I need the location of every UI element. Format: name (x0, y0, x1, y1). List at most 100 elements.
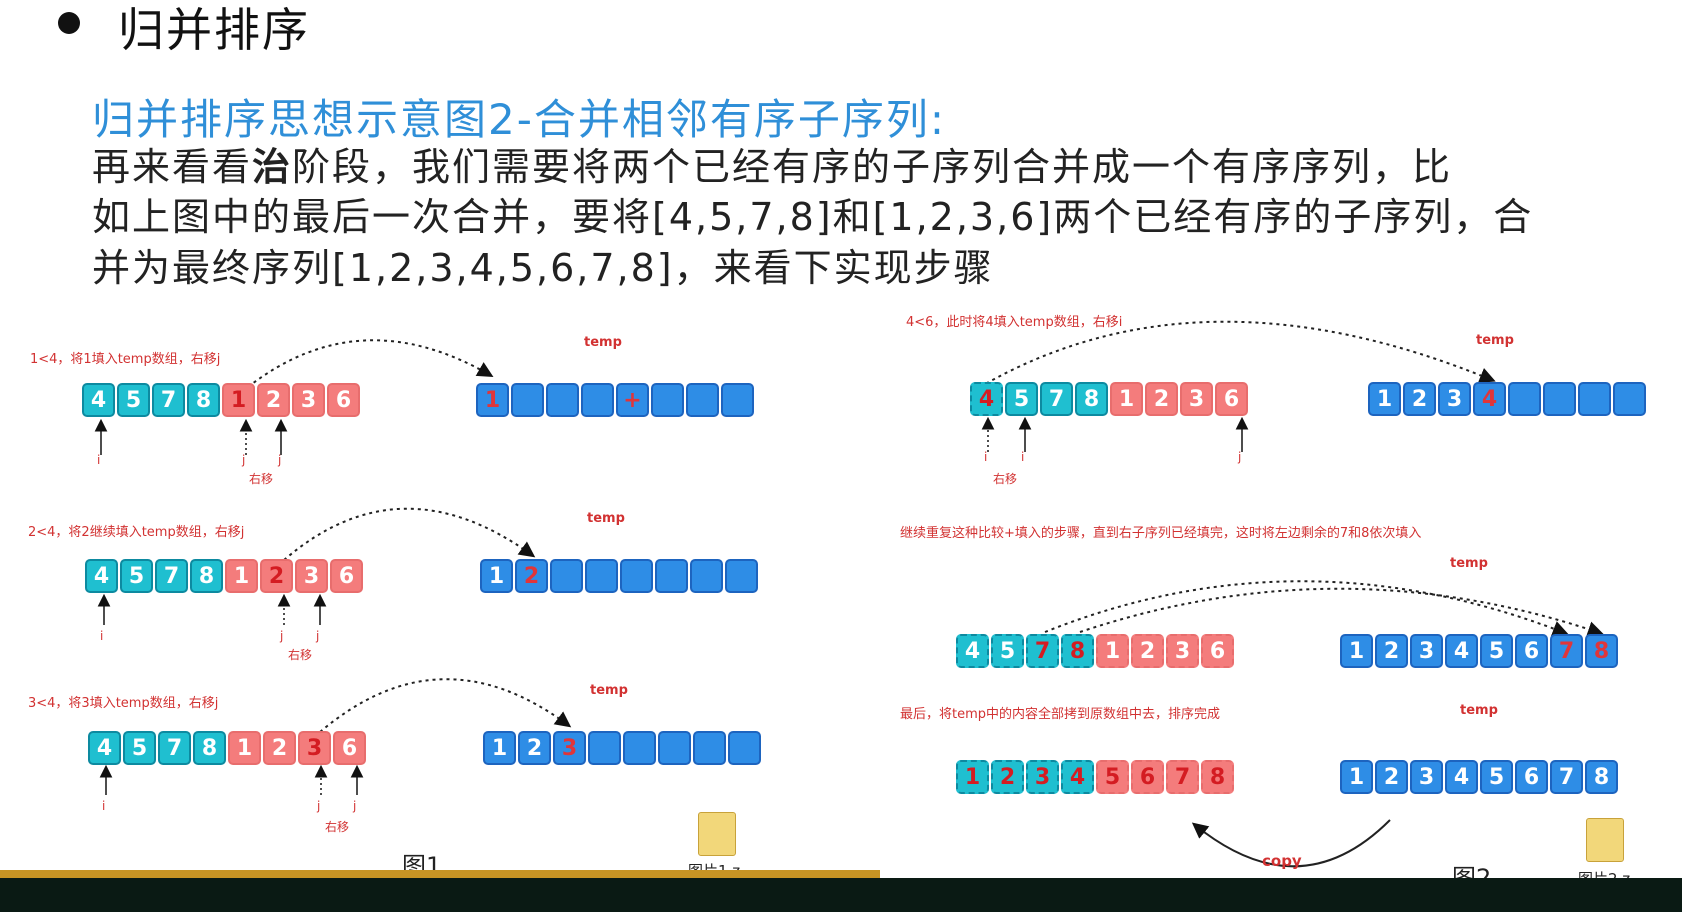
temp-cell: 3 (1410, 760, 1443, 794)
array-cell: 5 (1096, 760, 1129, 794)
temp-cell (721, 383, 754, 417)
file-icon[interactable] (1586, 818, 1624, 862)
temp-cell (728, 731, 761, 765)
array-cell: 2 (991, 760, 1024, 794)
move-right-label: 右移 (993, 472, 1018, 486)
temp-array: 1 2 3 (483, 731, 763, 765)
pointer-label-i: i (102, 799, 106, 813)
temp-cell (1508, 382, 1541, 416)
array-cell: 6 (327, 383, 360, 417)
paragraph-line-2: 如上图中的最后一次合并，要将[4,5,7,8]和[1,2,3,6]两个已经有序的… (92, 195, 1534, 239)
temp-cell (546, 383, 579, 417)
temp-cell: 1 (476, 383, 509, 417)
temp-cell: 7 (1550, 760, 1583, 794)
temp-cell (651, 383, 684, 417)
array-cell: 6 (333, 731, 366, 765)
paragraph-text: 再来看看 (92, 145, 253, 189)
temp-cell: 8 (1585, 634, 1618, 668)
array-cell: 5 (991, 634, 1024, 668)
array-cell: 5 (120, 559, 153, 593)
temp-cell: 5 (1480, 760, 1513, 794)
array-cell: 1 (228, 731, 261, 765)
temp-array: 1 2 3 4 5 6 7 8 (1340, 760, 1620, 794)
file-icon[interactable] (698, 812, 736, 856)
temp-array: 1 2 (480, 559, 760, 593)
temp-cell: 3 (1410, 634, 1443, 668)
pointer-label-j: j (316, 629, 320, 643)
array-cell: 3 (1180, 382, 1213, 416)
pointer-label-i: i (100, 629, 104, 643)
temp-cell: 2 (518, 731, 551, 765)
pointer-label-j: j (317, 799, 321, 813)
temp-cell (581, 383, 614, 417)
pointer-label-i: i (984, 450, 988, 464)
footer-stripe (0, 870, 880, 880)
paragraph-line-1: 再来看看治阶段，我们需要将两个已经有序的子序列合并成一个有序序列，比 (92, 148, 1452, 186)
move-arrow (979, 320, 1496, 388)
pointer-label-j: j (1238, 450, 1242, 464)
step-note: 3<4，将3填入temp数组，右移j (28, 696, 219, 711)
temp-cell: 1 (1368, 382, 1401, 416)
array-cell: 1 (956, 760, 989, 794)
source-array: 4 5 7 8 1 2 3 6 (956, 634, 1236, 668)
section-subtitle: 归并排序思想示意图2-合并相邻有序子序列: (92, 95, 947, 144)
array-cell: 2 (260, 559, 293, 593)
array-cell: 4 (88, 731, 121, 765)
temp-cell (658, 731, 691, 765)
source-array: 4 5 7 8 1 2 3 6 (88, 731, 368, 765)
array-cell: 4 (1061, 760, 1094, 794)
temp-cell: 6 (1515, 634, 1548, 668)
slide-title: 归并排序 (118, 3, 310, 57)
temp-array: 1 2 3 4 5 6 7 8 (1340, 634, 1620, 668)
array-cell: 1 (1096, 634, 1129, 668)
temp-cell: 2 (1375, 634, 1408, 668)
array-cell: 2 (263, 731, 296, 765)
temp-cell (690, 559, 723, 593)
temp-cell (1613, 382, 1646, 416)
array-cell: 8 (187, 383, 220, 417)
bullet-dot (58, 12, 80, 34)
array-cell: 3 (298, 731, 331, 765)
array-cell: 8 (1061, 634, 1094, 668)
pointer-label-j: j (353, 799, 357, 813)
array-cell: 5 (117, 383, 150, 417)
array-cell: 6 (1201, 634, 1234, 668)
temp-cell (585, 559, 618, 593)
source-array: 4 5 7 8 1 2 3 6 (85, 559, 365, 593)
move-arrow (1079, 587, 1604, 637)
temp-cell (1543, 382, 1576, 416)
temp-cell (550, 559, 583, 593)
temp-cell: 7 (1550, 634, 1583, 668)
temp-cell: 2 (1375, 760, 1408, 794)
temp-cell (693, 731, 726, 765)
array-cell: 5 (1005, 382, 1038, 416)
temp-cell: 6 (1515, 760, 1548, 794)
array-cell: 1 (225, 559, 258, 593)
step-note: 继续重复这种比较+填入的步骤，直到右子序列已经填完，这时将左边剩余的7和8依次填… (900, 526, 1422, 541)
temp-cell: 1 (1340, 760, 1373, 794)
temp-array: 1 2 3 4 (1368, 382, 1648, 416)
move-arrow (1044, 580, 1569, 637)
temp-label: temp (587, 511, 625, 526)
temp-cell: 2 (515, 559, 548, 593)
copy-arrow (1191, 819, 1391, 868)
temp-array: 1 + (476, 383, 756, 417)
move-right-label: 右移 (249, 472, 274, 486)
temp-cell (655, 559, 688, 593)
temp-label: temp (590, 683, 628, 698)
temp-cell (725, 559, 758, 593)
pointer-label-j: j (242, 453, 246, 467)
temp-cell (623, 731, 656, 765)
temp-cell: + (616, 383, 649, 417)
paragraph-line-3: 并为最终序列[1,2,3,4,5,6,7,8]，来看下实现步骤 (92, 246, 994, 290)
step-note: 2<4，将2继续填入temp数组，右移j (28, 525, 245, 540)
temp-cell: 3 (553, 731, 586, 765)
step-note: 最后，将temp中的内容全部拷到原数组中去，排序完成 (900, 707, 1221, 722)
temp-cell (620, 559, 653, 593)
temp-label: temp (1476, 333, 1514, 348)
array-cell: 4 (956, 634, 989, 668)
array-cell: 2 (257, 383, 290, 417)
array-cell: 8 (190, 559, 223, 593)
array-cell: 2 (1145, 382, 1178, 416)
